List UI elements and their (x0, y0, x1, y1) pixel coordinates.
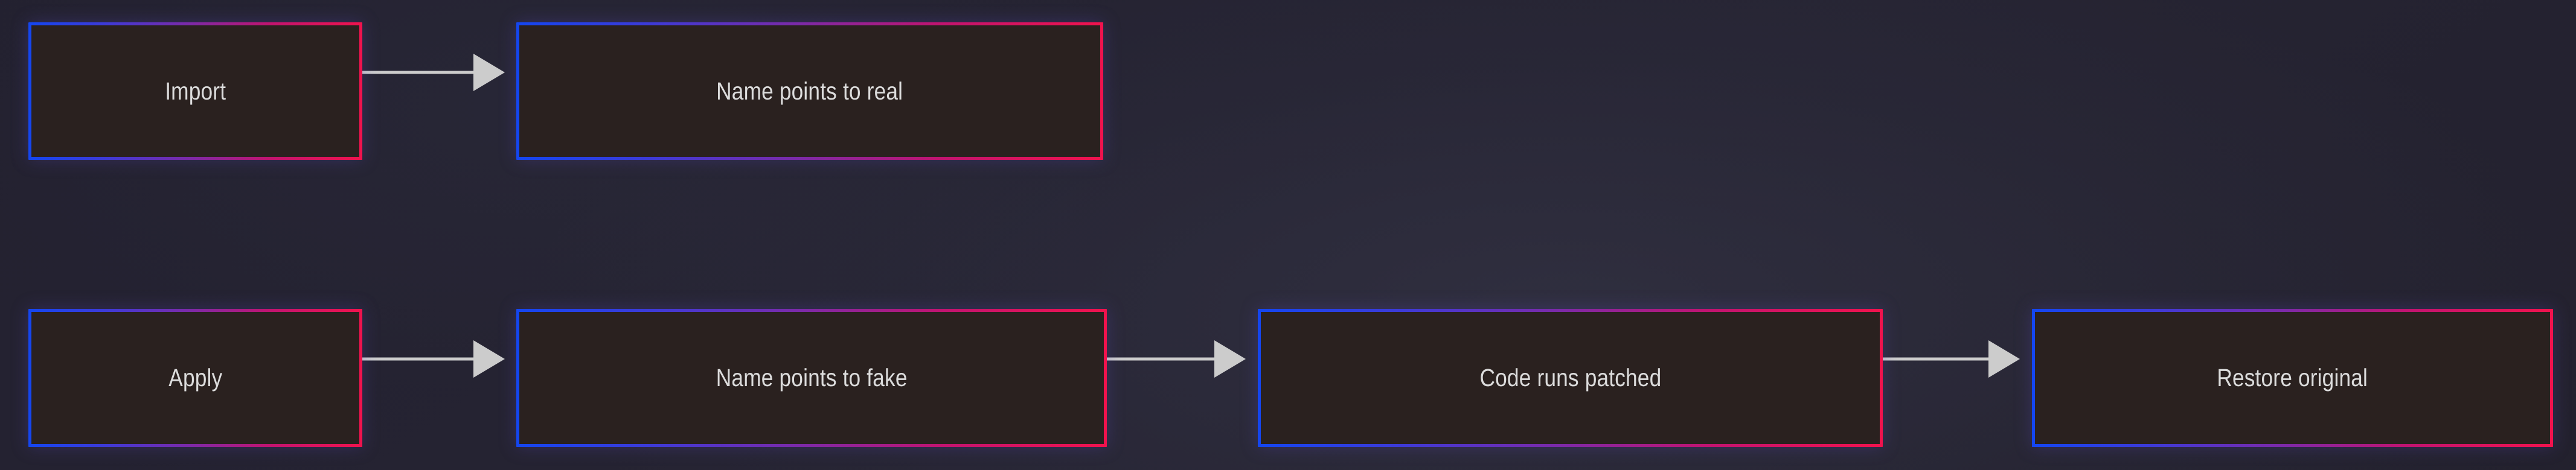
flow-arrow (1883, 340, 2020, 378)
node-label: Import (165, 77, 226, 105)
flow-arrow (1107, 340, 1246, 378)
node-body: Apply (31, 312, 359, 444)
node-body: Name points to fake (519, 312, 1104, 444)
node-body: Code runs patched (1261, 312, 1880, 444)
flow-arrow (362, 340, 505, 378)
node-body: Name points to real (519, 25, 1100, 157)
node-name-points-to-real[interactable]: Name points to real (516, 22, 1103, 160)
node-label: Name points to fake (716, 364, 908, 392)
node-restore-original[interactable]: Restore original (2032, 309, 2553, 447)
node-label: Apply (168, 364, 223, 392)
node-body: Import (31, 25, 359, 157)
node-import[interactable]: Import (28, 22, 362, 160)
node-apply[interactable]: Apply (28, 309, 362, 447)
node-body: Restore original (2035, 312, 2550, 444)
node-name-points-to-fake[interactable]: Name points to fake (516, 309, 1107, 447)
flow-arrow (362, 54, 505, 91)
node-label: Name points to real (716, 77, 903, 105)
node-code-runs-patched[interactable]: Code runs patched (1258, 309, 1883, 447)
node-label: Restore original (2217, 364, 2368, 392)
node-label: Code runs patched (1479, 364, 1661, 392)
